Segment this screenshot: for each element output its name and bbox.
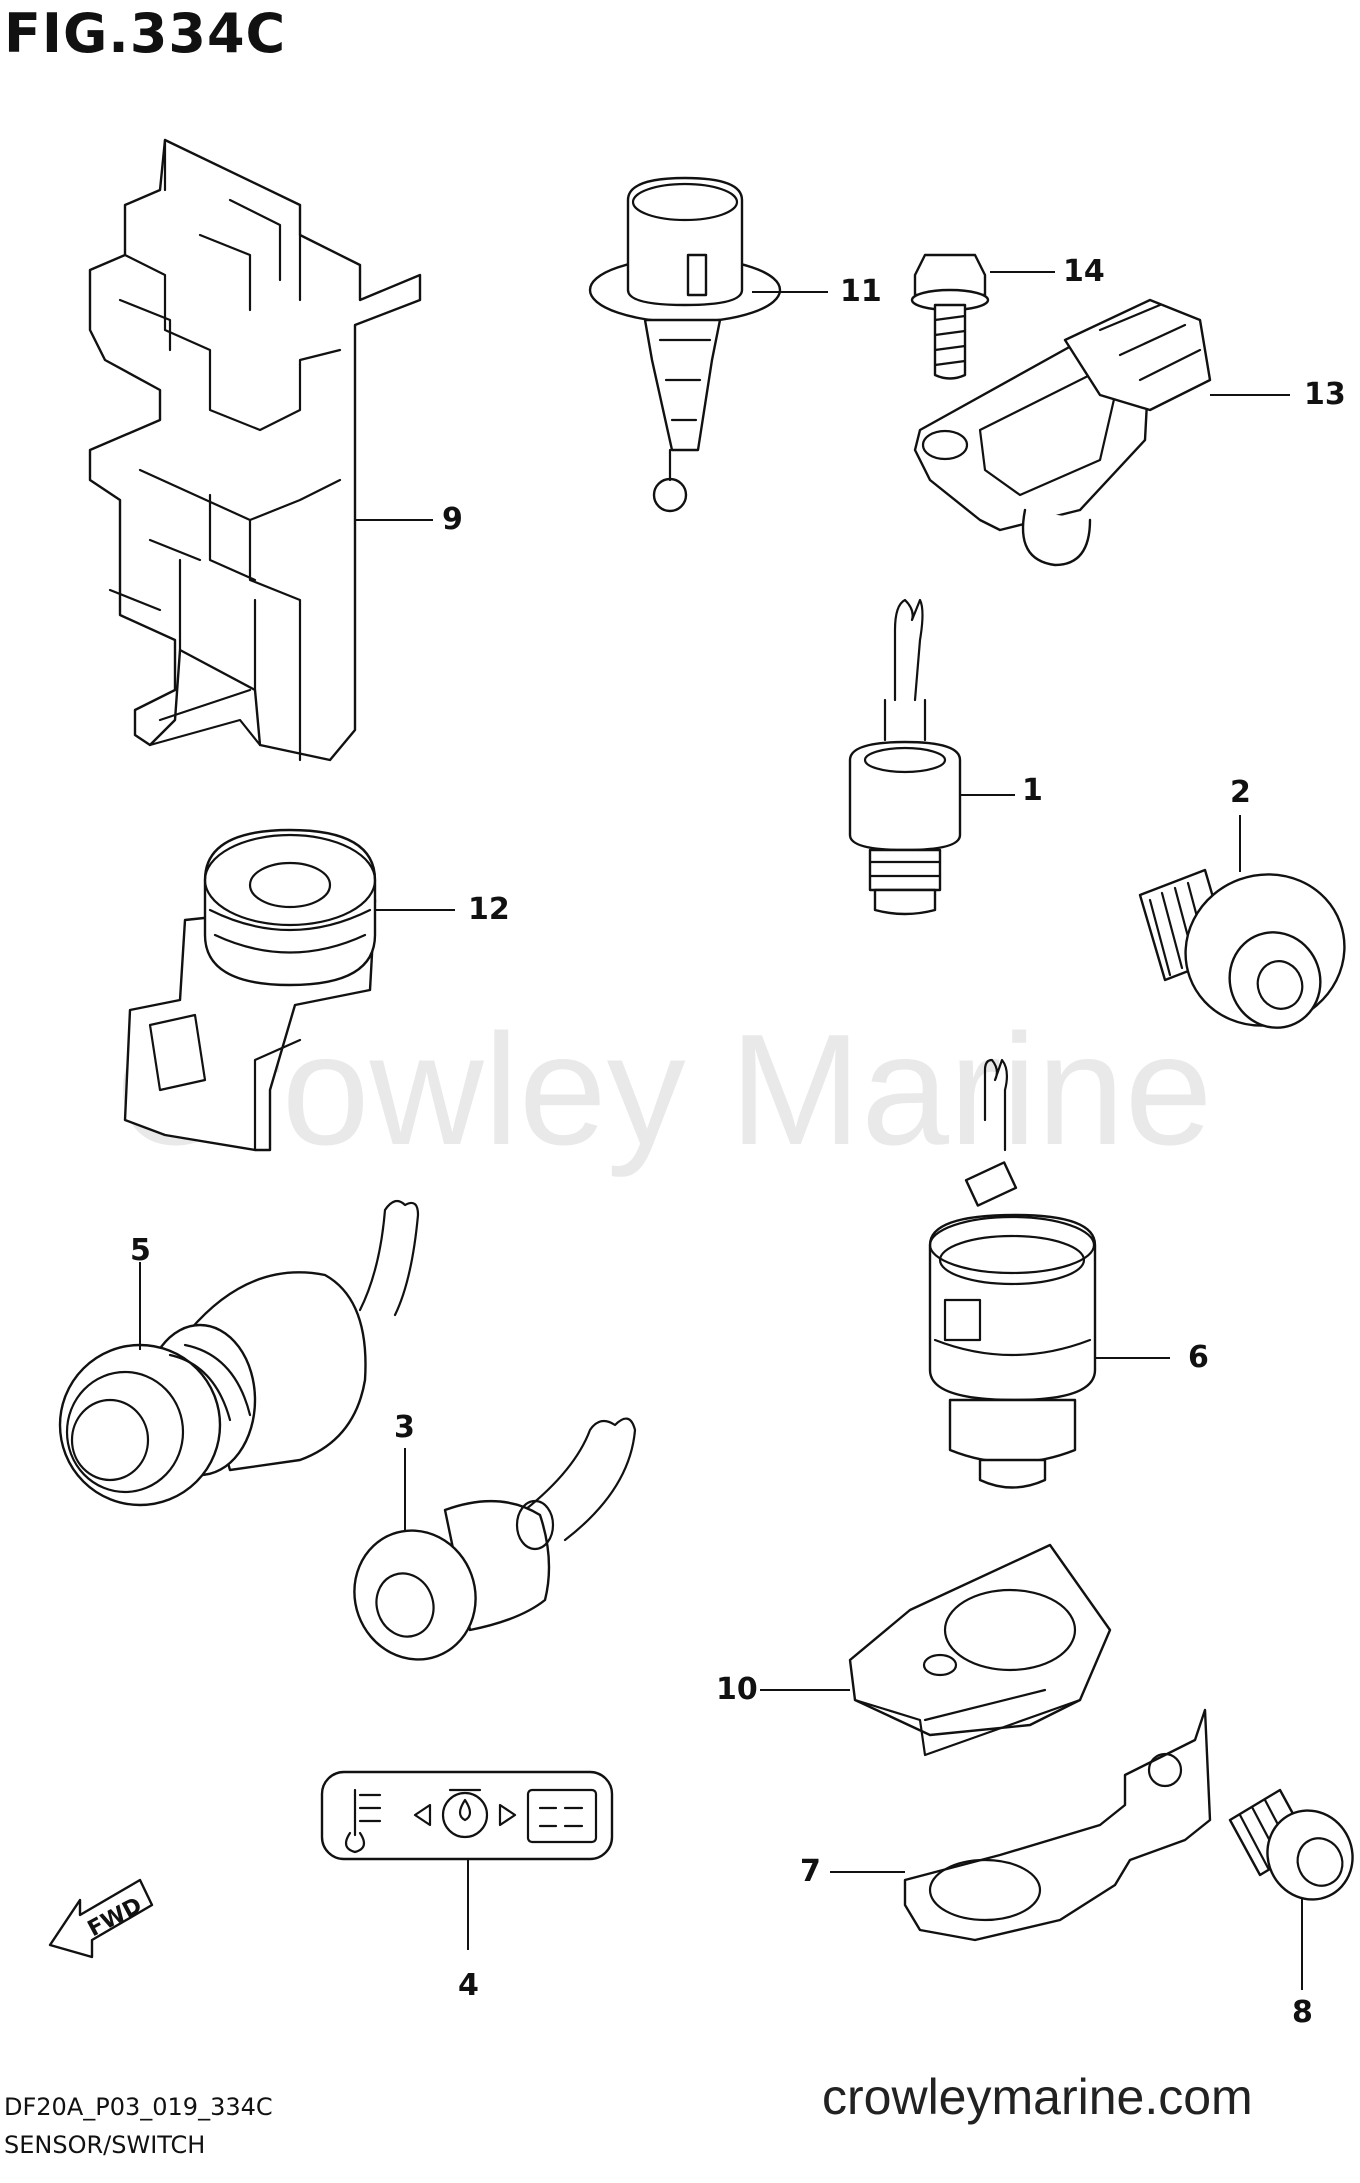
part-10-gasket[interactable]	[848, 1543, 1112, 1757]
callout-6: 6	[1188, 1340, 1209, 1375]
callout-5: 5	[130, 1233, 151, 1268]
site-url[interactable]: crowleymarine.com	[822, 2069, 1253, 2125]
callout-14: 14	[1063, 254, 1105, 289]
callout-3: 3	[394, 1410, 415, 1445]
battery-icon	[526, 1788, 598, 1844]
callout-4: 4	[458, 1968, 479, 2003]
part-6-pressure-switch[interactable]	[928, 1058, 1097, 1489]
part-8-flange-bolt[interactable]	[1228, 1788, 1360, 1914]
part-7-ground-plate[interactable]	[903, 1708, 1212, 1942]
part-5-grommet-cord[interactable]	[58, 1199, 420, 1507]
temperature-icon	[344, 1788, 382, 1854]
leader-lines	[139, 271, 1303, 1990]
figure-code: DF20A_P03_019_334C	[4, 2093, 273, 2121]
callout-12: 12	[468, 892, 510, 927]
callout-13: 13	[1304, 377, 1346, 412]
callout-1: 1	[1022, 773, 1043, 808]
callout-7: 7	[800, 1854, 821, 1889]
callout-10: 10	[716, 1672, 758, 1707]
watermark: Crowley Marine	[115, 1002, 1213, 1178]
part-1-sensor[interactable]	[848, 598, 962, 916]
part-4-warning-label	[320, 1770, 614, 1861]
fwd-arrow-icon: FWD	[48, 1878, 154, 1959]
part-12-grommet[interactable]	[123, 828, 377, 1152]
part-9-harness-bracket[interactable]	[88, 138, 422, 762]
part-11-sensor[interactable]	[588, 176, 782, 513]
oil-pressure-icon	[413, 1788, 517, 1839]
callout-2: 2	[1230, 775, 1251, 810]
callout-11: 11	[840, 274, 882, 309]
callout-9: 9	[442, 502, 463, 537]
figure-title: FIG.334C	[4, 2, 287, 65]
part-14-bolt[interactable]	[910, 253, 990, 380]
figure-caption: SENSOR/SWITCH	[4, 2131, 206, 2159]
part-13-pressure-sensor[interactable]	[913, 298, 1212, 567]
callout-8: 8	[1292, 1995, 1313, 2030]
part-2-knock-sensor[interactable]	[1138, 852, 1360, 1048]
part-3-grommet[interactable]	[336, 1417, 637, 1677]
